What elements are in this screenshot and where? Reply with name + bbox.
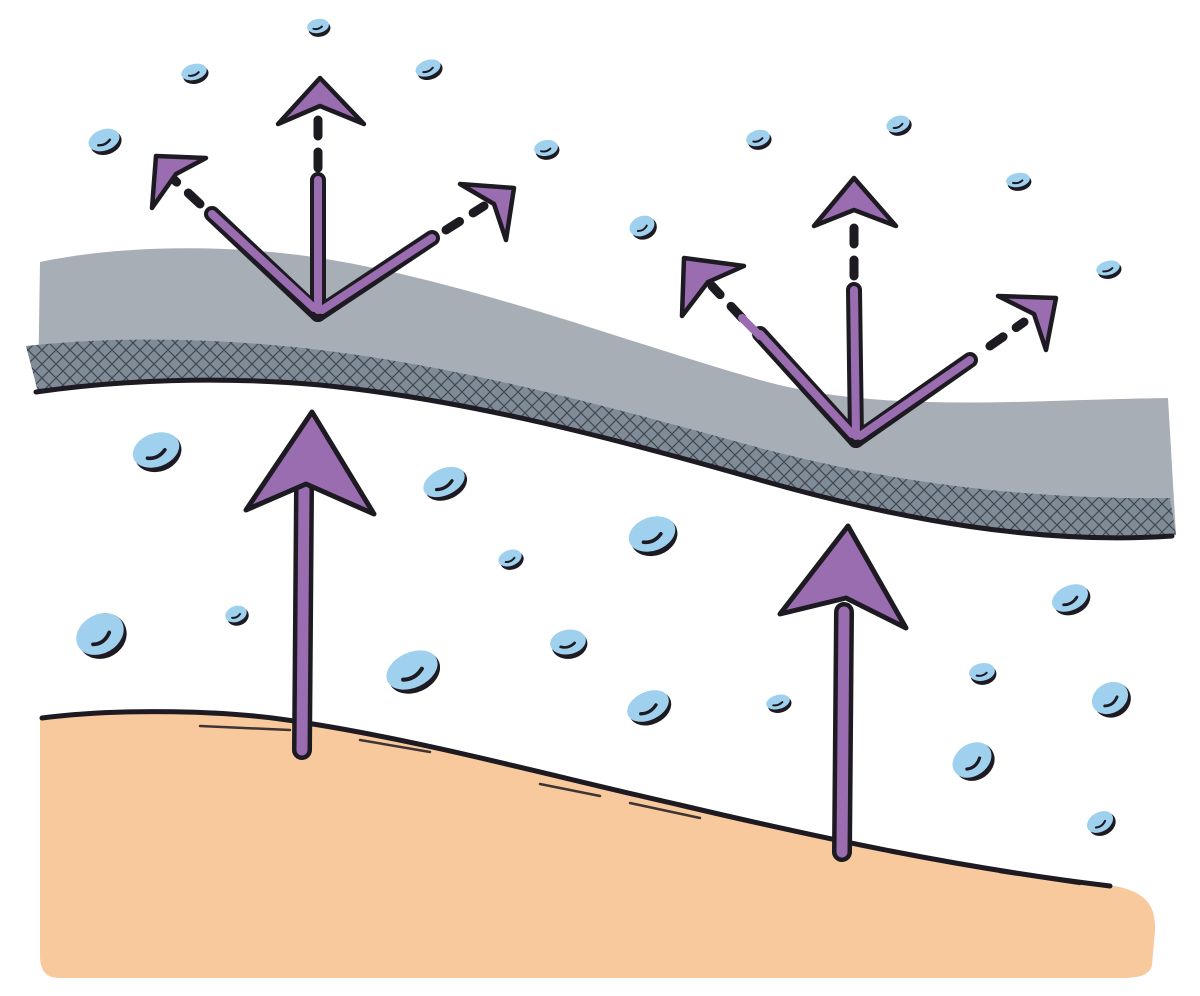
water-droplet — [307, 18, 331, 37]
water-droplet — [550, 629, 588, 659]
water-droplet — [415, 59, 443, 81]
water-droplet — [969, 663, 997, 685]
water-droplet — [225, 605, 249, 626]
water-droplet — [423, 466, 468, 501]
ground — [39, 709, 1156, 978]
water-droplet — [1091, 681, 1131, 718]
water-droplet — [88, 128, 122, 156]
water-droplet — [628, 516, 678, 557]
water-droplet — [181, 63, 209, 84]
water-droplet — [1086, 811, 1116, 836]
water-droplet — [766, 694, 792, 713]
upward-arrow-right — [777, 523, 909, 862]
water-droplet — [534, 139, 560, 160]
water-droplet — [952, 742, 995, 781]
water-droplet — [629, 215, 657, 240]
water-droplets — [76, 18, 1131, 836]
water-droplet — [76, 613, 127, 659]
water-droplet — [1096, 260, 1122, 279]
water-droplet — [886, 115, 912, 136]
water-droplet — [1006, 172, 1032, 191]
water-droplet — [386, 650, 441, 694]
water-droplet — [746, 129, 772, 150]
upward-arrow-left — [243, 409, 377, 760]
dispersion-arrows-left — [149, 75, 517, 322]
dispersion-arrows-right — [679, 175, 1059, 448]
water-droplet — [627, 690, 672, 726]
water-droplet — [498, 549, 524, 570]
water-droplet — [132, 432, 182, 473]
water-droplet — [1052, 584, 1091, 616]
